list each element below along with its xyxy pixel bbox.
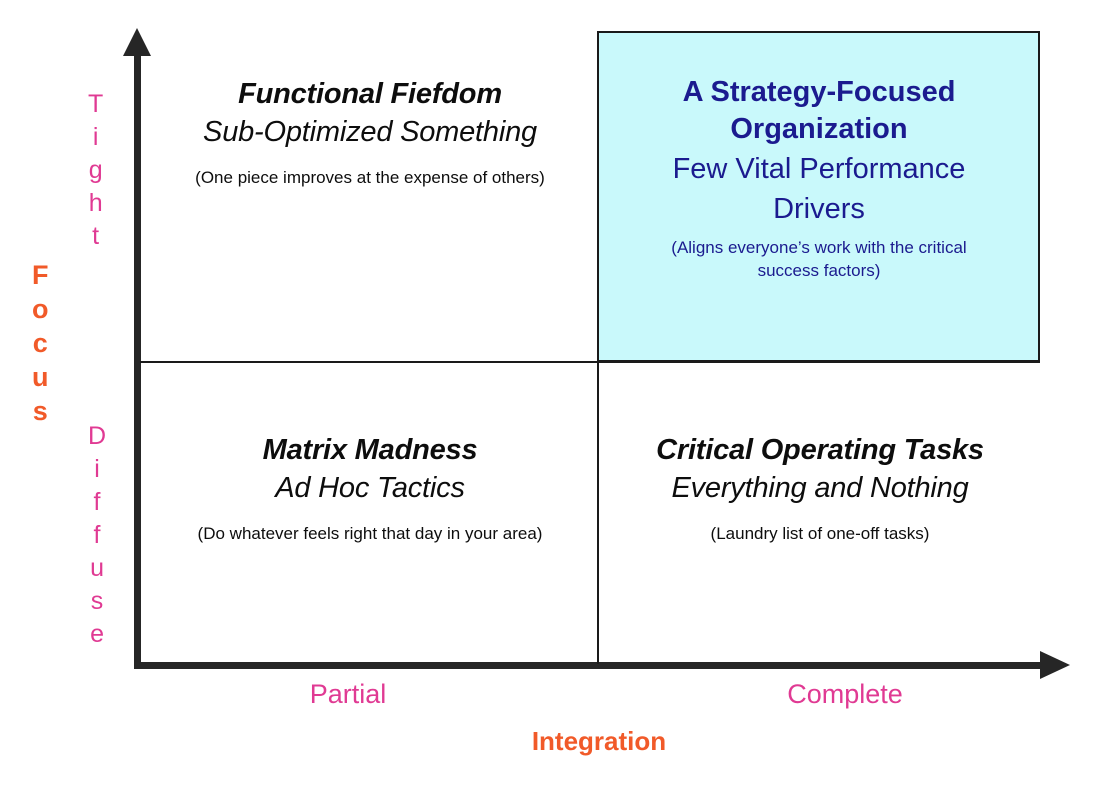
- x-axis-arrow-icon: [1040, 651, 1070, 679]
- y-axis-label-letter: e: [90, 620, 104, 648]
- y-axis-label-letter: D: [88, 422, 107, 450]
- quadrant-bottom-left: Matrix Madness Ad Hoc Tactics (Do whatev…: [150, 432, 590, 545]
- y-axis-title-focus: F o c u s: [32, 262, 49, 432]
- quadrant-bottom-left-title: Matrix Madness: [262, 434, 478, 466]
- y-axis-label-letter: h: [88, 189, 103, 217]
- quadrant-top-right-title-line1: A Strategy-Focused: [682, 76, 956, 108]
- quadrant-bottom-right-subtitle: Everything and Nothing: [671, 471, 969, 504]
- y-axis-label-letter: i: [94, 455, 100, 483]
- quadrant-top-left: Functional Fiefdom Sub-Optimized Somethi…: [150, 76, 590, 189]
- x-axis-line: [134, 662, 1044, 669]
- quadrant-bottom-left-note: (Do whatever feels right that day in you…: [197, 524, 543, 544]
- y-axis-title-letter: c: [32, 328, 48, 358]
- quadrant-bottom-left-subtitle: Ad Hoc Tactics: [275, 471, 465, 504]
- y-axis-title-letter: F: [32, 260, 49, 290]
- y-axis-line: [134, 52, 141, 669]
- quadrant-top-left-subtitle: Sub-Optimized Something: [203, 115, 537, 148]
- x-axis-label-partial: Partial: [309, 679, 387, 709]
- y-axis-title-letter: s: [32, 396, 48, 426]
- horizontal-divider-line: [140, 361, 1040, 363]
- quadrant-top-right-subtitle-line1: Few Vital Performance: [672, 153, 966, 186]
- quadrant-bottom-right: Critical Operating Tasks Everything and …: [600, 432, 1040, 545]
- quadrant-top-right-subtitle-line2: Drivers: [773, 193, 865, 226]
- y-axis-title-letter: o: [32, 294, 49, 324]
- highlighted-quadrant-box: [597, 31, 1040, 362]
- quadrant-top-right-note-line1: (Aligns everyone’s work with the critica…: [671, 238, 967, 258]
- quadrant-top-left-title: Functional Fiefdom: [238, 78, 502, 110]
- y-axis-title-letter: u: [32, 362, 49, 392]
- y-axis-label-letter: T: [88, 90, 104, 118]
- y-axis-arrow-icon: [123, 28, 151, 56]
- quadrant-top-right: A Strategy-Focused Organization Few Vita…: [605, 74, 1033, 282]
- y-axis-label-letter: s: [90, 587, 104, 615]
- quadrant-bottom-right-note: (Laundry list of one-off tasks): [710, 524, 930, 544]
- y-axis-label-letter: u: [90, 554, 104, 582]
- y-axis-label-letter: g: [88, 156, 103, 184]
- quadrant-top-right-note-line2: success factors): [757, 260, 881, 280]
- quadrant-top-right-title-line2: Organization: [730, 113, 908, 146]
- x-axis-title-integration: Integration: [531, 726, 667, 756]
- y-axis-label-letter: i: [92, 123, 99, 151]
- quadrant-top-left-note: (One piece improves at the expense of ot…: [195, 168, 545, 188]
- x-axis-label-complete: Complete: [787, 679, 903, 709]
- y-axis-label-diffuse: D i f f u s e: [88, 424, 106, 655]
- quadrant-bottom-right-title: Critical Operating Tasks: [656, 434, 984, 466]
- y-axis-label-tight: T i g h t: [88, 92, 103, 257]
- y-axis-label-letter: t: [92, 222, 100, 250]
- y-axis-label-letter: f: [93, 488, 101, 516]
- y-axis-label-letter: f: [93, 521, 101, 549]
